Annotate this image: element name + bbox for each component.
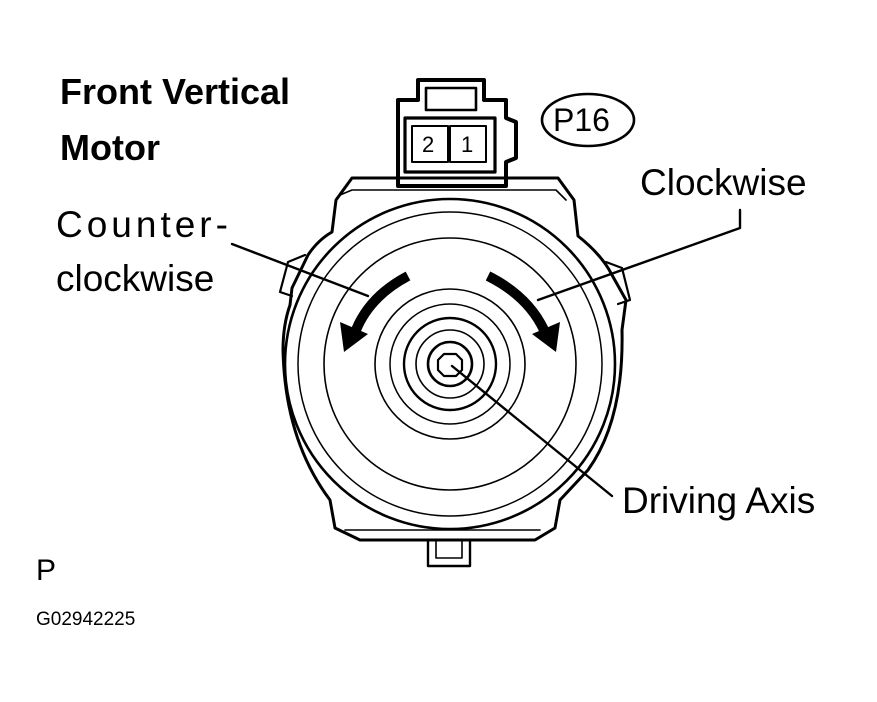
connector-id-badge: P16 xyxy=(553,102,610,138)
title-line-2: Motor xyxy=(60,127,160,168)
counter-clockwise-label-line-1: Counter- xyxy=(56,204,232,245)
hub-ring-mid xyxy=(389,303,511,425)
connector-pin-2-cell xyxy=(411,125,449,163)
clockwise-arrowhead xyxy=(532,322,560,352)
clockwise-leader-line xyxy=(536,208,742,302)
driving-shaft-socket xyxy=(436,352,464,378)
left-mount-tab xyxy=(278,253,307,298)
hub-ring-outer xyxy=(374,288,526,440)
counter-clockwise-label-line-2: clockwise xyxy=(56,258,215,299)
counter-clockwise-arrow xyxy=(351,271,411,333)
connector-pin-frame xyxy=(403,116,497,174)
bottom-tab-inner xyxy=(435,539,463,559)
connector-latch xyxy=(424,86,478,112)
outer-ring-inner xyxy=(297,211,603,517)
hub-ring-core xyxy=(415,329,485,399)
counter-clockwise-leader-line xyxy=(230,242,370,298)
outer-ring xyxy=(283,197,617,531)
hub-ring-inner xyxy=(402,316,498,412)
connector-pin-1-cell xyxy=(449,125,487,163)
motor-housing-ledge xyxy=(339,189,567,531)
figure-code: G02942225 xyxy=(36,609,136,630)
clockwise-label: Clockwise xyxy=(640,162,807,203)
connector-id-badge-frame xyxy=(540,92,636,148)
motor-housing xyxy=(281,176,628,542)
connector-pin-2-label: 2 xyxy=(422,132,435,157)
title-line-1: Front Vertical xyxy=(60,71,291,112)
connector-pin-1-label: 1 xyxy=(461,132,474,157)
shaft-ring xyxy=(426,340,474,388)
bottom-tab xyxy=(426,538,472,568)
clockwise-arrow xyxy=(485,271,549,333)
section-letter: P xyxy=(36,554,57,587)
middle-ring xyxy=(323,237,577,491)
counter-clockwise-arrowhead xyxy=(340,322,368,352)
right-mount-tab xyxy=(604,260,632,306)
driving-axis-leader-line xyxy=(450,364,614,498)
connector-body xyxy=(396,78,518,188)
driving-axis-label: Driving Axis xyxy=(622,480,816,521)
